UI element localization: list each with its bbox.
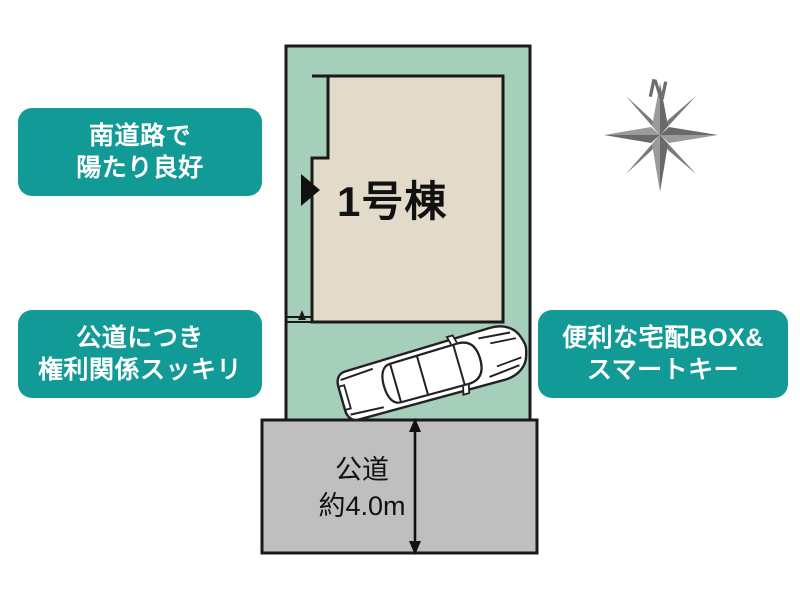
road-label-line-2: 約4.0m xyxy=(318,491,406,522)
building-label: 1号棟 xyxy=(337,178,448,225)
badge-delivery-box-line-2: スマートキー xyxy=(586,356,740,384)
road-width-dimension xyxy=(409,418,421,555)
badge-public-road-line-1: 公道につき xyxy=(76,324,204,352)
approach-arrow-icon xyxy=(298,310,306,320)
badge-sunlight-line-2: 陽たり良好 xyxy=(76,154,204,182)
compass-north-label: N xyxy=(646,73,671,106)
badge-public-road-line-2: 権利関係スッキリ xyxy=(37,356,242,384)
road-label-line-1: 公道 xyxy=(335,455,389,485)
badge-sunlight: 南道路で 陽たり良好 xyxy=(18,108,262,196)
building-footprint xyxy=(310,74,505,324)
entrance-arrow-icon xyxy=(301,174,320,206)
parked-car-icon xyxy=(336,325,528,422)
badge-delivery-box-line-1: 便利な宅配BOX& xyxy=(562,324,764,352)
badge-sunlight-line-1: 南道路で xyxy=(88,122,191,150)
compass-rose-icon: N xyxy=(604,73,718,192)
badge-delivery-box: 便利な宅配BOX& スマートキー xyxy=(538,310,788,398)
public-road-area xyxy=(260,418,539,555)
road-dimension-label: 公道 約4.0m xyxy=(307,452,417,525)
badge-public-road: 公道につき 権利関係スッキリ xyxy=(18,310,262,398)
